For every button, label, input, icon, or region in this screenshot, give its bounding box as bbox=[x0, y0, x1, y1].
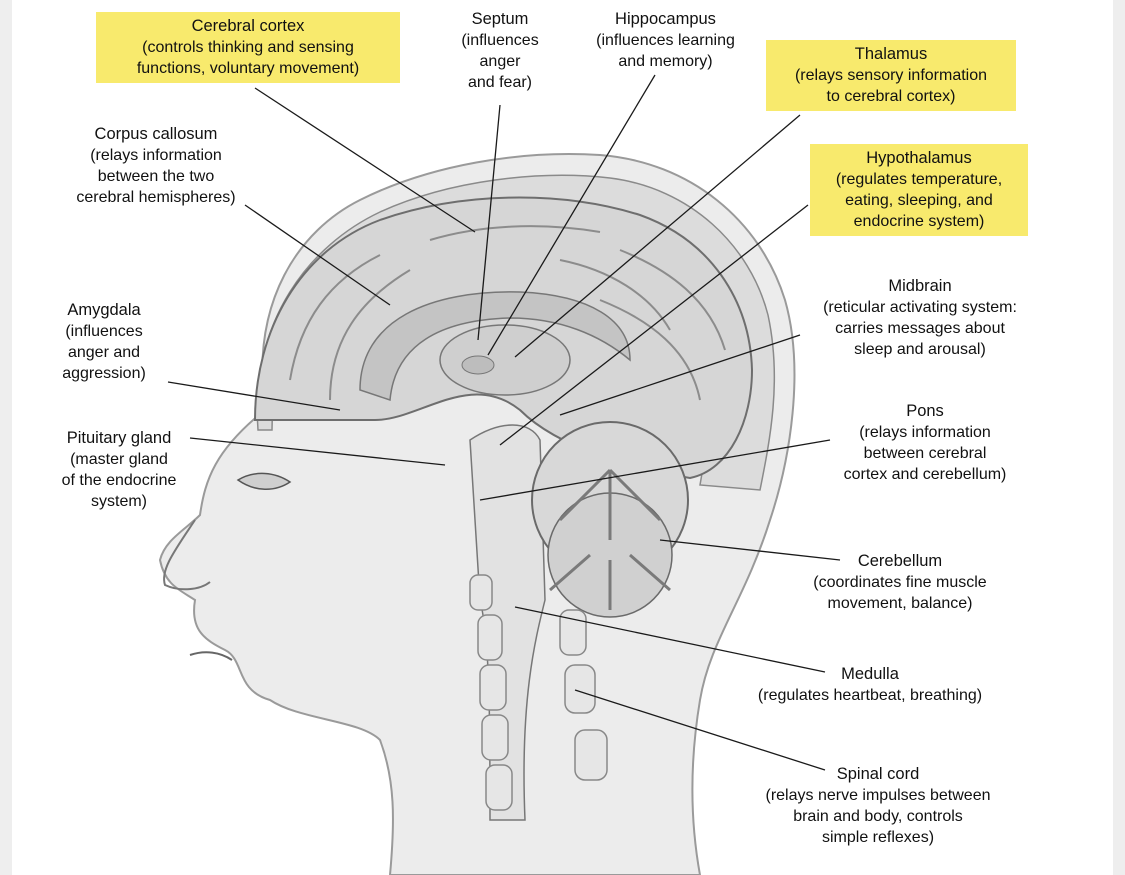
label-cerebellum: Cerebellum (coordinates fine muscle move… bbox=[785, 551, 1015, 614]
thalamus-shape bbox=[440, 325, 570, 395]
label-medulla: Medulla (regulates heartbeat, breathing) bbox=[720, 664, 1020, 706]
label-pituitary-gland: Pituitary gland (master gland of the end… bbox=[44, 428, 194, 512]
label-septum: Septum (influences anger and fear) bbox=[445, 9, 555, 93]
label-cerebral-cortex: Cerebral cortex (controls thinking and s… bbox=[96, 12, 400, 83]
label-hypothalamus: Hypothalamus (regulates temperature, eat… bbox=[810, 144, 1028, 236]
label-pons: Pons (relays information between cerebra… bbox=[815, 401, 1035, 485]
mouth bbox=[190, 652, 232, 660]
label-spinal-cord: Spinal cord (relays nerve impulses betwe… bbox=[728, 764, 1028, 848]
label-hippocampus: Hippocampus (influences learning and mem… bbox=[573, 9, 758, 72]
label-thalamus: Thalamus (relays sensory information to … bbox=[766, 40, 1016, 111]
label-corpus-callosum: Corpus callosum (relays information betw… bbox=[56, 124, 256, 208]
label-midbrain: Midbrain (reticular activating system: c… bbox=[790, 276, 1050, 360]
label-amygdala: Amygdala (influences anger and aggressio… bbox=[44, 300, 164, 384]
